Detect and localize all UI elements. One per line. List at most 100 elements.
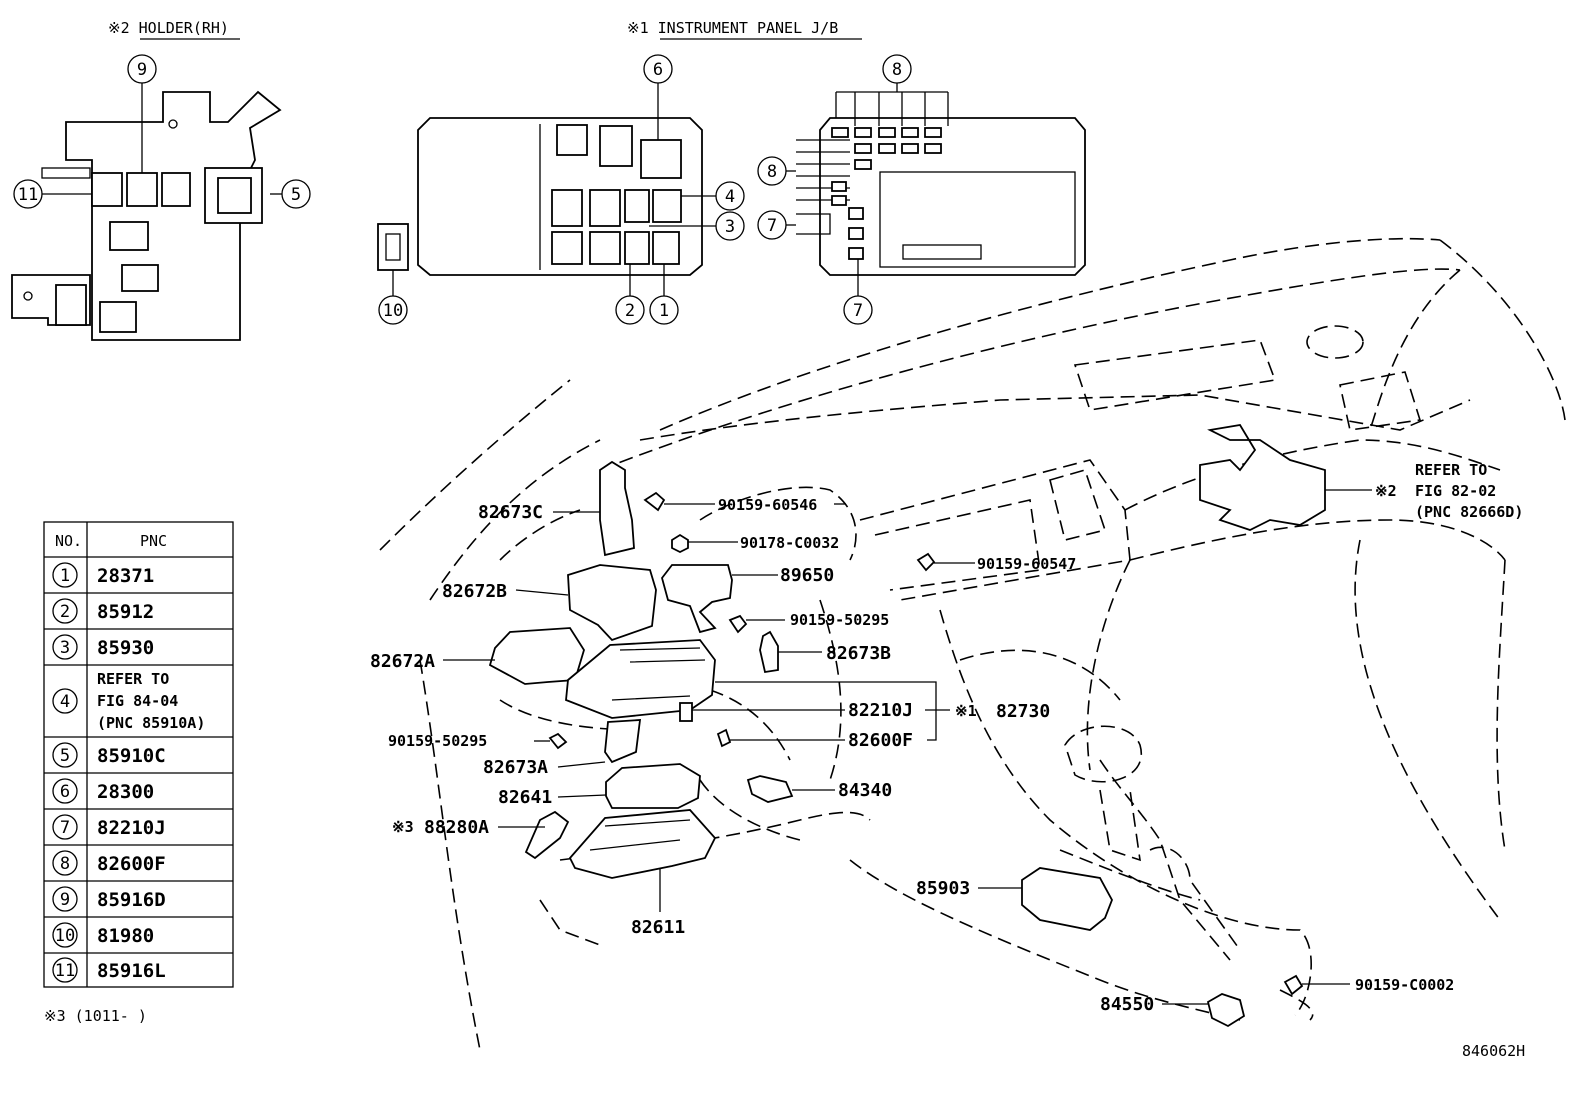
callout-11-text: 11 xyxy=(18,185,38,205)
pnc-row-value: 85912 xyxy=(97,601,154,623)
jb-rear-panel xyxy=(879,171,1076,268)
pnc-row-number-circle xyxy=(52,814,78,840)
switch-84550 xyxy=(1206,993,1246,1028)
callout-6-text: 6 xyxy=(653,60,663,80)
pnc-row-number: 2 xyxy=(60,602,70,622)
label-88280A: 88280A xyxy=(424,817,489,838)
label-82641: 82641 xyxy=(498,787,552,808)
jb-fuse-10-inner xyxy=(385,233,401,261)
callout-10 xyxy=(378,295,408,325)
label-82730: 82730 xyxy=(996,701,1050,722)
callout-4-text: 4 xyxy=(725,187,735,207)
pnc-row-value: 28300 xyxy=(97,781,154,803)
callout-5-text: 5 xyxy=(291,185,301,205)
jb-slot-c xyxy=(551,189,583,227)
pnc-row-number: 5 xyxy=(60,746,70,766)
holder-mount-hole xyxy=(168,119,178,129)
jb-slot-g xyxy=(589,231,621,265)
fuse-82210J xyxy=(679,702,693,722)
refer-note-line3: (PNC 82666D) xyxy=(1415,503,1523,521)
label-85903: 85903 xyxy=(916,878,970,899)
pnc-row-value: FIG 84-04 xyxy=(97,692,178,710)
part-labels: 82673C 90159-60546 90178-C0032 89650 826… xyxy=(370,496,1454,1015)
holder-rh-bracket xyxy=(1199,424,1326,531)
label-82730-mark: ※1 xyxy=(955,702,977,720)
label-90159-60546: 90159-60546 xyxy=(718,496,817,514)
jb-slot-d xyxy=(589,189,621,227)
callout-2-text: 2 xyxy=(625,301,635,321)
dashboard-outline xyxy=(379,237,1566,1051)
bracket-82673C xyxy=(599,460,635,557)
exploded-parts xyxy=(443,460,1350,1028)
jb-front-body xyxy=(417,117,703,276)
holder-relay-5 xyxy=(217,177,252,214)
pnc-row-number: 11 xyxy=(55,961,75,981)
pnc-table-frame xyxy=(43,521,234,988)
callout-7a xyxy=(757,210,787,240)
callout-8a xyxy=(882,54,912,84)
callout-5 xyxy=(281,179,311,209)
footnote: ※3 (1011- ) xyxy=(44,1007,147,1025)
junction-block-82730 xyxy=(565,639,716,719)
relay-89650 xyxy=(661,564,733,634)
jb-rear-fuse-grid xyxy=(796,91,949,260)
pnc-header-pnc: PNC xyxy=(140,532,167,550)
label-84340: 84340 xyxy=(838,780,892,801)
block-82672B xyxy=(567,564,657,642)
switch-84340 xyxy=(746,775,794,803)
label-82600F: 82600F xyxy=(848,730,913,751)
block-82672A xyxy=(488,627,585,685)
cover-82641 xyxy=(605,763,701,809)
screw-90159-60547 xyxy=(916,552,936,572)
part-82600F xyxy=(716,728,732,748)
jb-slot-b xyxy=(599,125,633,167)
jb-slot-4 xyxy=(652,189,682,223)
callout-1-text: 1 xyxy=(659,301,669,321)
callout-7b xyxy=(843,295,873,325)
jb-title: ※1 INSTRUMENT PANEL J/B xyxy=(627,19,838,37)
pnc-row-number-circle xyxy=(52,886,78,912)
screw-90159-50295-l xyxy=(548,732,568,750)
pnc-row-value: 85916L xyxy=(97,960,166,982)
pnc-row-number: 9 xyxy=(60,890,70,910)
pnc-row-number-circle xyxy=(52,957,78,983)
pnc-row-number-circle xyxy=(52,634,78,660)
switch-88280A xyxy=(524,810,570,860)
callout-7b-text: 7 xyxy=(853,301,863,321)
nut-90178-C0032 xyxy=(671,533,689,554)
jb-fuse-10 xyxy=(377,223,409,271)
label-82611: 82611 xyxy=(631,917,685,938)
pnc-row-number-circle xyxy=(52,598,78,624)
label-90178-C0032: 90178-C0032 xyxy=(740,534,839,552)
bolt-90159-60546 xyxy=(643,491,666,512)
refer-note-line2: FIG 82-02 xyxy=(1415,482,1496,500)
label-89650: 89650 xyxy=(780,565,834,586)
label-82672B: 82672B xyxy=(442,581,507,602)
screw-90159-50295-r xyxy=(728,614,748,634)
holder-title: ※2 HOLDER(RH) xyxy=(108,19,229,37)
holder-relay-9 xyxy=(126,172,158,207)
pnc-row-value: (PNC 85910A) xyxy=(97,714,205,732)
leader-82673A xyxy=(557,761,606,768)
holder-relay-11 xyxy=(91,172,123,207)
jb-slot-e xyxy=(624,189,650,223)
jb-slot-a xyxy=(556,124,588,156)
label-84550: 84550 xyxy=(1100,994,1154,1015)
pnc-row-value: 28371 xyxy=(97,565,154,587)
callout-9-text: 9 xyxy=(137,60,147,80)
pnc-row-number: 8 xyxy=(60,854,70,874)
jb-fuse-7c xyxy=(848,247,864,260)
pnc-row-number: 1 xyxy=(60,566,70,586)
junction-block-inset: ※1 INSTRUMENT PANEL J/B xyxy=(377,19,1086,325)
pnc-row-value: 81980 xyxy=(97,925,154,947)
refer-note-holder: ※2 REFER TO FIG 82-02 (PNC 82666D) xyxy=(1375,461,1523,521)
jb-slot-2 xyxy=(624,231,650,265)
callout-8b xyxy=(757,156,787,186)
figure-id: 846062H xyxy=(1462,1042,1525,1060)
pnc-row-value: 85916D xyxy=(97,889,166,911)
holder-body xyxy=(65,90,282,341)
holder-bracket-hole xyxy=(23,291,33,301)
module-85903 xyxy=(1021,867,1113,931)
